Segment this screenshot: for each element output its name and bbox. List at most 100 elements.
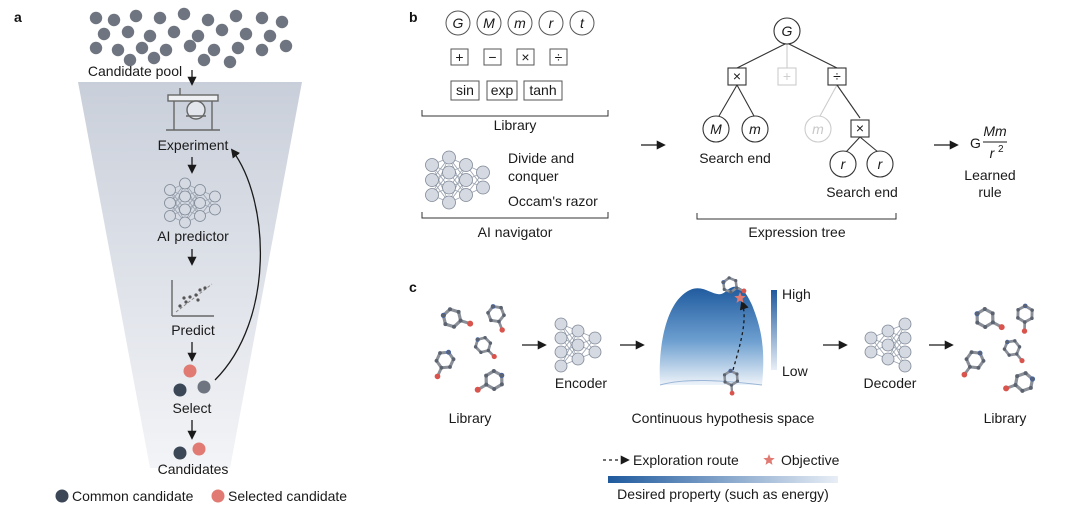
pool-dot [207,43,221,57]
rule-G: G [970,135,981,151]
candidates-label: Candidates [158,461,229,477]
molecule-atom [1023,304,1028,308]
legend-objective-star [763,454,775,465]
molecule-atom [1002,347,1007,351]
legend-route-label: Exploration route [633,452,739,468]
pool-dot [89,11,103,25]
tree-op-left-text: × [733,68,741,84]
molecule-atom [1017,345,1022,349]
candidate-pool-label: Candidate pool [88,63,182,79]
molecule-atom [497,319,501,324]
pool-dot [191,29,205,43]
tree-root-node [773,17,801,45]
search-end-2: Search end [826,184,898,200]
molecule-atom [729,290,733,294]
pool-dot [231,41,245,55]
ai-navigator-network-icon [425,150,490,210]
molecule-atom [491,369,496,374]
molecule-atom [735,286,739,290]
function-text: exp [491,82,514,98]
exploration-route-path [732,300,749,371]
molecule-atom [735,379,740,383]
tree-bracket [696,213,897,220]
symbol-node [569,10,595,36]
network-node [588,345,602,359]
network-edge [169,183,186,217]
pool-candidate-dot [197,380,211,394]
molecule-oxygen [499,327,505,333]
pool-dot [215,23,229,37]
operator-box [516,48,535,66]
pool-dot [159,43,173,57]
symbol-text: G [453,15,464,31]
molecule-atom [1016,316,1020,320]
molecule-atom [1015,352,1019,356]
network-node [164,197,176,209]
pool-dot [197,53,211,67]
molecule-atom [473,345,478,349]
molecule-atom [439,365,444,370]
molecule-atom [1022,320,1027,324]
library-label-b: Library [494,117,537,133]
molecule-atom [722,373,727,377]
network-node [898,359,912,373]
molecule-atom [723,380,727,384]
molecule-atom [483,335,487,340]
molecule-atom [734,279,738,283]
molecule-atom [502,313,506,318]
molecule-oxygen [467,320,474,327]
molecule-atom [735,372,739,376]
feedback-arrow [214,148,262,381]
network-node [442,150,456,165]
molecule-atom [1015,374,1020,379]
network-node [881,324,895,338]
molecule-at-base [722,368,740,396]
network-node [425,188,439,202]
molecule-atom [448,307,453,312]
molecule-atom [721,280,725,284]
rule-numerator: Mm [983,123,1007,139]
network-node [864,331,878,345]
ai-predictor-network-icon [164,177,221,229]
property-colorbar-vertical [771,290,777,370]
network-node [881,352,895,366]
symbol-node [538,10,564,36]
operator-box [450,48,469,66]
pool-dot [177,7,191,21]
pool-dot [201,13,215,27]
network-node [425,158,439,172]
molecule-atom [441,313,446,318]
network-node [442,195,456,210]
rule-exponent: 2 [998,144,1004,155]
molecule-atom [443,322,448,327]
high-label: High [782,286,811,302]
search-end-1: Search end [699,150,771,166]
network-node [554,331,568,345]
panel-label-c: c [409,279,417,295]
pool-dot [97,27,111,41]
molecule-atom [968,365,972,369]
molecule-atom [722,287,726,291]
symbol-text: r [549,15,555,31]
network-node [194,210,206,222]
network-node [898,331,912,345]
pool-dot [123,53,137,67]
tree-op-sub-text: × [856,120,864,136]
molecule-atom [484,382,489,387]
network-node [209,190,221,203]
network-node [588,331,602,345]
molecule-atom [499,373,504,378]
network-node [864,345,878,359]
pool-dot [255,43,269,57]
network-node [179,190,191,203]
surface-base [659,379,763,386]
molecule-atom [1030,376,1035,381]
pool-dot [89,41,103,55]
network-node [442,165,456,180]
tree-op-right-text: ÷ [833,68,841,84]
molecule-atom [479,350,483,355]
molecule-library-right [961,303,1036,393]
molecule-atom [451,357,456,362]
